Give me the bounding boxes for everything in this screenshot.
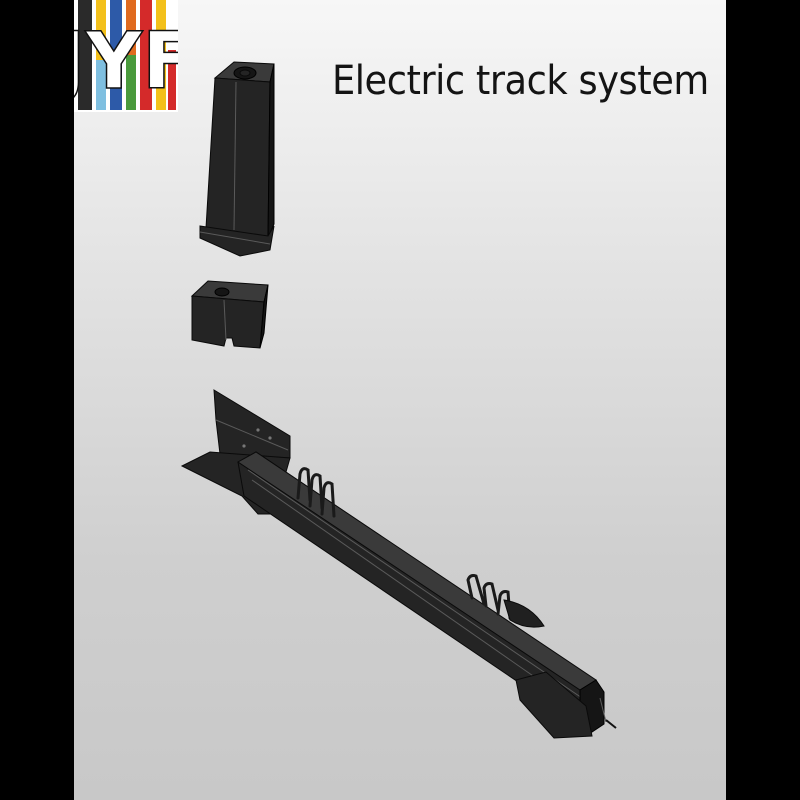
hook: [496, 590, 512, 620]
hook: [320, 481, 336, 518]
video-frame: JYF Electric track system: [74, 0, 726, 800]
track-system-drawing: [180, 61, 617, 739]
hook: [482, 582, 500, 612]
page-title: Electric track system: [332, 58, 709, 104]
hook: [296, 467, 312, 502]
jyf-logo: JYF: [74, 0, 178, 112]
hook: [308, 473, 324, 510]
vertical-column: [199, 61, 275, 257]
base-track: [180, 389, 617, 739]
hook: [466, 574, 486, 606]
logo-text: JYF: [74, 17, 178, 107]
connector-block: [190, 280, 269, 349]
